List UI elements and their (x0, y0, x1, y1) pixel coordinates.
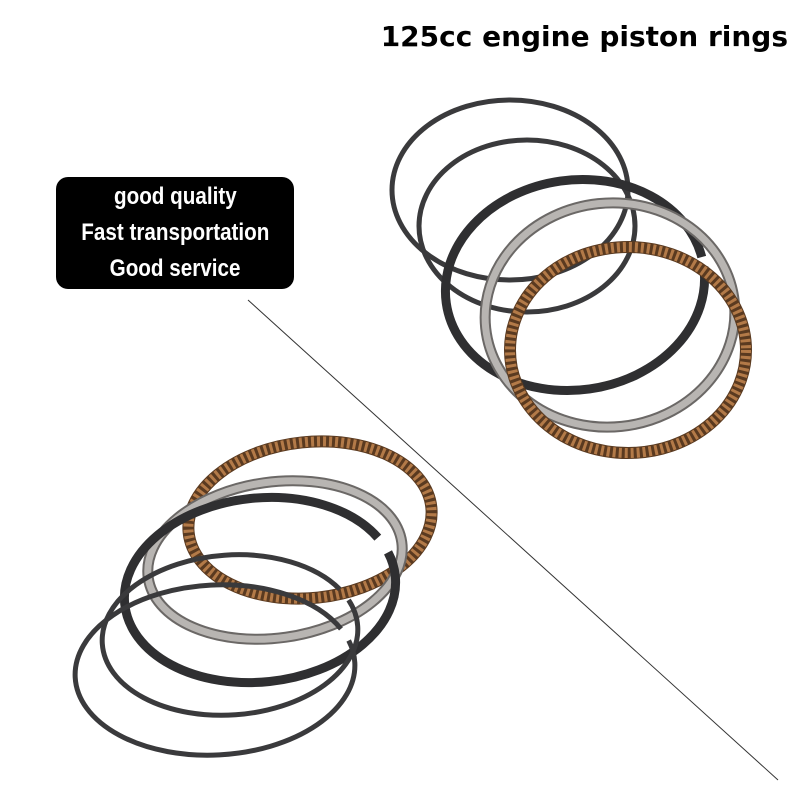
piston-ring-set-top-right (389, 97, 752, 459)
ring-bronze-teeth (183, 436, 437, 604)
badge-line-transport: Fast transportation (80, 219, 270, 246)
feature-badge: good quality Fast transportation Good se… (56, 177, 294, 289)
ring-thick-dark (440, 174, 710, 396)
badge-line-quality: good quality (113, 183, 237, 210)
ring-thin-dark (416, 137, 638, 315)
ring-bronze-teeth (505, 242, 751, 458)
ring-thick-dark (119, 492, 401, 688)
diagonal-divider-line (247, 299, 779, 781)
page-title: 125cc engine piston rings (380, 20, 788, 53)
piston-ring-set-bottom-left (72, 435, 438, 758)
badge-line-service: Good service (109, 255, 241, 282)
ring-thin-dark (72, 582, 358, 758)
ring-thin-dark (99, 552, 361, 718)
